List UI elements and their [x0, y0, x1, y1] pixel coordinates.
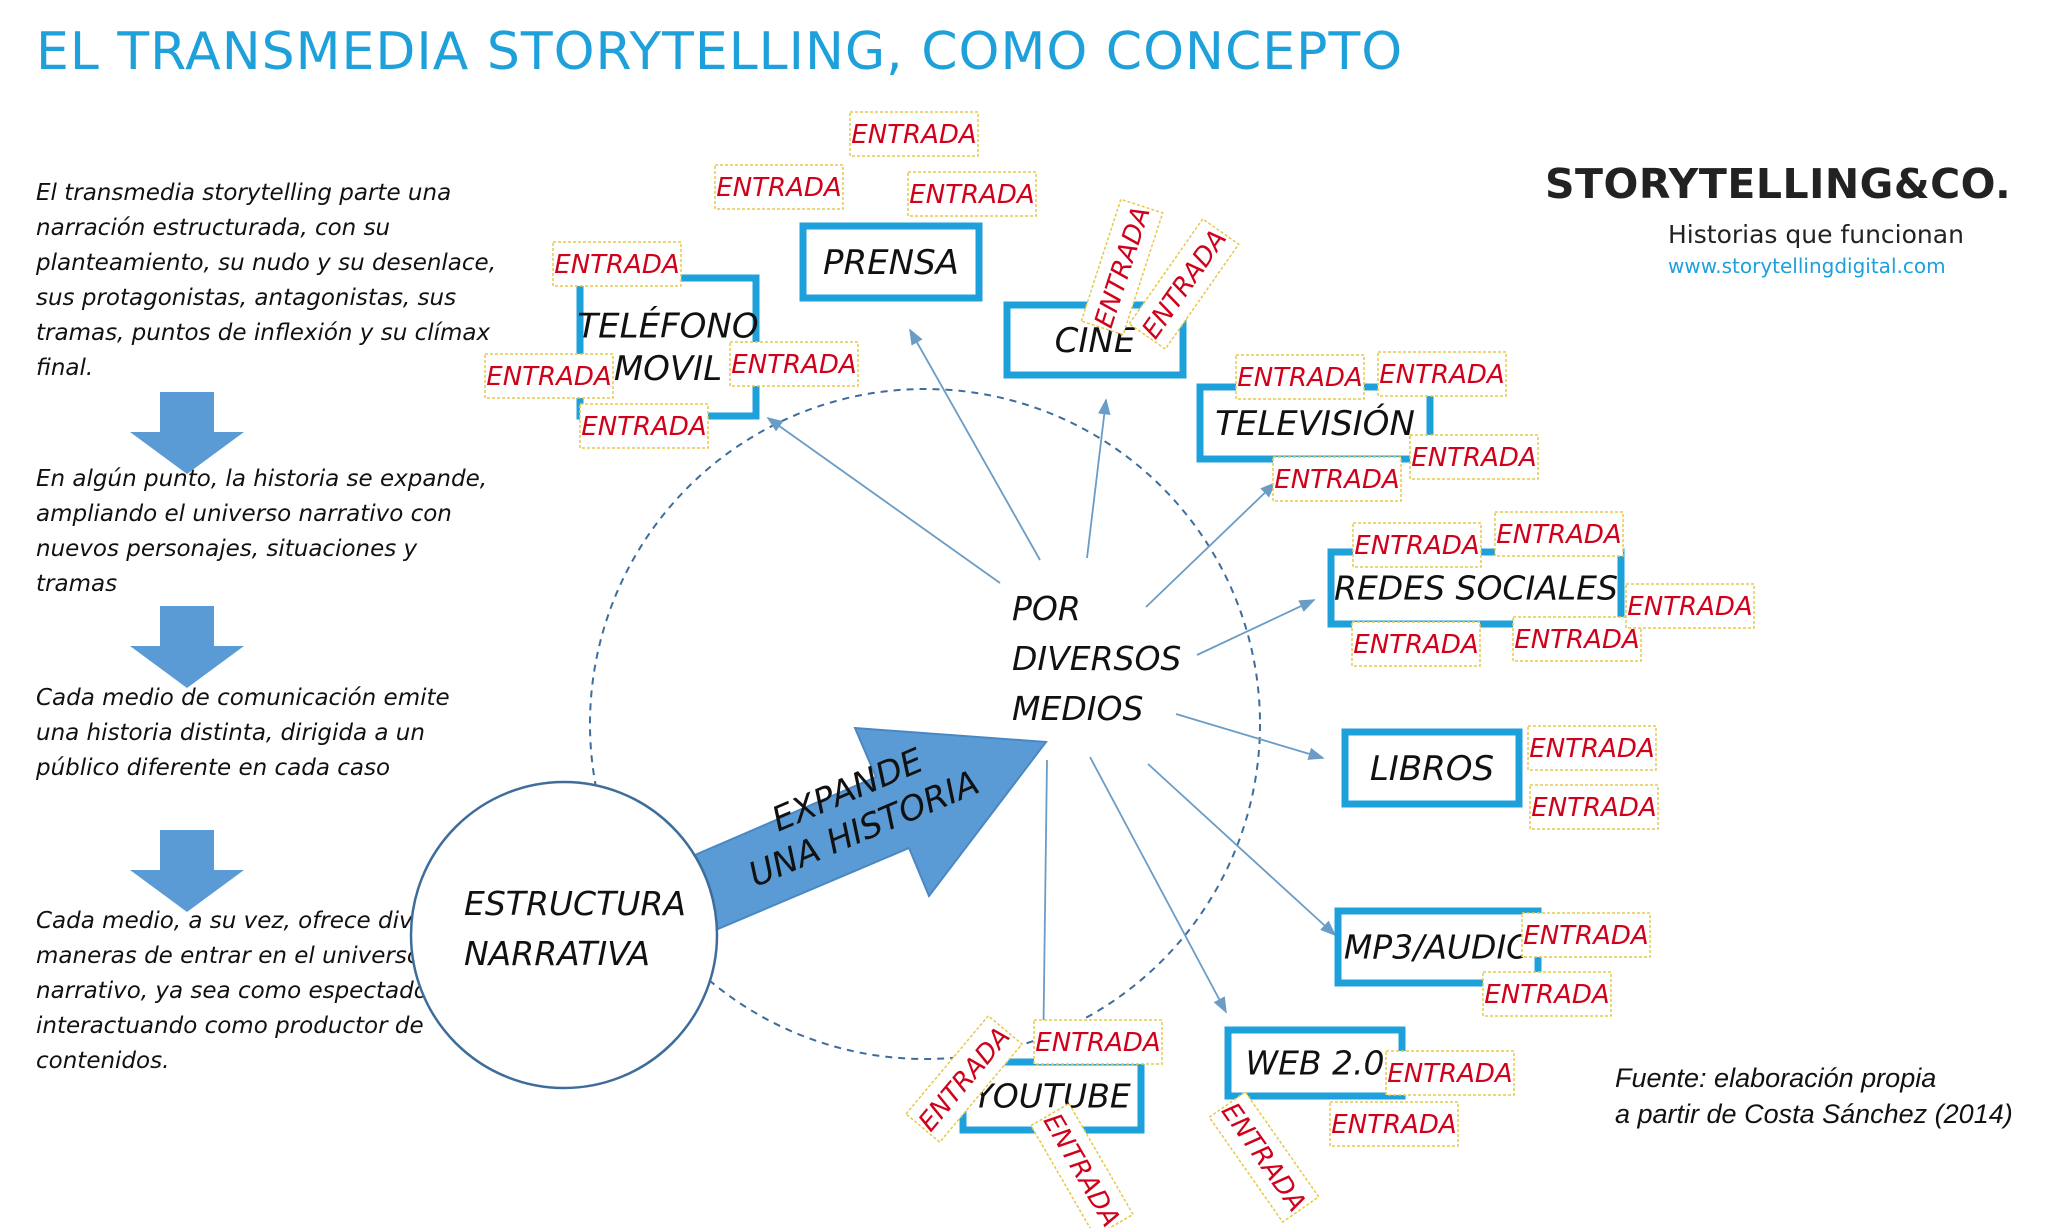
entry-tag: ENTRADA	[1352, 522, 1482, 568]
entry-tag: ENTRADA	[1482, 971, 1612, 1017]
entry-tag-label: ENTRADA	[1237, 363, 1362, 393]
entry-tag: ENTRADA	[849, 111, 979, 157]
entry-tag-label: ENTRADA	[1514, 625, 1639, 655]
page-title: EL TRANSMEDIA STORYTELLING, COMO CONCEPT…	[36, 22, 1404, 82]
connector-arrow	[1086, 398, 1111, 559]
entry-tag: ENTRADA	[1385, 1050, 1515, 1096]
entry-tag: ENTRADA	[579, 403, 709, 449]
entry-tag-label: ENTRADA	[486, 362, 611, 392]
entry-tag: ENTRADA	[1329, 1101, 1459, 1147]
brand-tagline: Historias que funcionan	[1668, 220, 1964, 249]
entry-tag-label: ENTRADA	[1331, 1110, 1456, 1140]
media-label-television: TELEVISIÓN	[1215, 403, 1415, 444]
media-label-redes: REDES SOCIALES	[1334, 569, 1618, 608]
source-note: Fuente: elaboración propia a partir de C…	[1615, 1060, 2013, 1132]
entry-tag: ENTRADA	[1529, 784, 1659, 830]
expand-arrow: EXPANDEUNA HISTORIA	[658, 726, 1048, 942]
media-box-frame	[1334, 907, 1542, 987]
entry-tag: ENTRADA	[1272, 456, 1402, 502]
media-box-frame	[1341, 728, 1523, 808]
connector-arrow	[1036, 759, 1050, 1066]
entry-tag: ENTRADA	[1409, 434, 1539, 480]
media-label-mp3: MP3/AUDIO	[1344, 928, 1532, 967]
source-line-1: Fuente: elaboración propia	[1615, 1063, 1937, 1093]
entry-tag: ENTRADA	[1494, 511, 1624, 557]
step-2-text: En algún punto, la historia se expande, …	[36, 466, 488, 597]
entry-tag: ENTRADA	[907, 171, 1037, 217]
entry-tag: ENTRADA	[1235, 354, 1365, 400]
entry-tag-label: ENTRADA	[909, 180, 1034, 210]
entry-tag-label: ENTRADA	[1379, 360, 1504, 390]
universe-dashed-circle	[589, 388, 1261, 1060]
entry-tag-label: ENTRADA	[716, 173, 841, 203]
step-1-text: El transmedia storytelling parte una nar…	[36, 180, 497, 381]
entry-tag-label: ENTRADA	[1496, 520, 1621, 550]
entry-tag-label: ENTRADA	[1274, 465, 1399, 495]
entry-tag: ENTRADA	[1521, 912, 1651, 958]
media-label-web: WEB 2.0	[1245, 1044, 1384, 1083]
media-label-libros: LIBROS	[1370, 749, 1494, 789]
entry-tag: ENTRADA	[1512, 616, 1642, 662]
down-arrow-icon	[130, 830, 244, 912]
step-4-text: Cada medio, a su vez, ofrece diversas ma…	[36, 908, 475, 1074]
down-arrow-icon	[130, 606, 244, 688]
media-box-web: WEB 2.0	[1224, 1026, 1406, 1100]
entry-tag-label: ENTRADA	[1411, 443, 1536, 473]
down-arrow-icon	[130, 392, 244, 474]
entry-tag: ENTRADA	[1033, 1019, 1163, 1065]
entry-tag-label: ENTRADA	[1523, 921, 1648, 951]
entry-tag-label: ENTRADA	[1354, 531, 1479, 561]
entry-tag-label: ENTRADA	[1353, 630, 1478, 660]
entry-tag: ENTRADA	[1377, 351, 1507, 397]
connector-arrow	[1147, 763, 1337, 937]
entry-tag-label: ENTRADA	[1215, 1098, 1312, 1218]
entry-tag-label: ENTRADA	[581, 412, 706, 442]
source-line-2: a partir de Costa Sánchez (2014)	[1615, 1099, 2013, 1129]
media-box-frame	[799, 222, 983, 302]
entry-tag: ENTRADA	[1351, 621, 1481, 667]
connector-arrow	[766, 416, 1001, 584]
entry-tag-label: ENTRADA	[1387, 1059, 1512, 1089]
connector-arrow	[1089, 756, 1227, 1014]
connector-arrow	[1145, 481, 1277, 608]
connector-arrow	[909, 328, 1041, 561]
connector-arrow	[1175, 713, 1325, 760]
entry-tag: ENTRADA	[1208, 1090, 1320, 1224]
entry-tag: ENTRADA	[714, 164, 844, 210]
entry-tag: ENTRADA	[484, 353, 614, 399]
media-label-youtube: YOUTUBE	[973, 1077, 1131, 1116]
media-box-libros: LIBROS	[1341, 728, 1523, 808]
entry-tag-label: ENTRADA	[1035, 1028, 1160, 1058]
entry-tag: ENTRADA	[729, 341, 859, 387]
step-3-text: Cada medio de comunicación emite una his…	[36, 685, 450, 781]
entry-tag: ENTRADA	[1625, 583, 1755, 629]
entry-tag-label: ENTRADA	[731, 350, 856, 380]
connector-arrow	[1196, 599, 1316, 656]
media-box-frame	[1224, 1026, 1406, 1100]
entry-tag: ENTRADA	[552, 241, 682, 287]
entry-tag-label: ENTRADA	[554, 250, 679, 280]
entry-tag-label: ENTRADA	[1531, 793, 1656, 823]
brand-url[interactable]: www.storytellingdigital.com	[1668, 254, 1946, 278]
brand-name: STORYTELLING&CO.	[1545, 160, 2012, 208]
entry-tag: ENTRADA	[1527, 725, 1657, 771]
entry-tag-label: ENTRADA	[1484, 980, 1609, 1010]
entry-tag-label: ENTRADA	[851, 120, 976, 150]
connector-lines	[766, 328, 1337, 1066]
entry-tag-label: ENTRADA	[1529, 734, 1654, 764]
media-box-mp3: MP3/AUDIO	[1334, 907, 1542, 987]
media-box-prensa: PRENSA	[799, 222, 983, 302]
entry-tag-label: ENTRADA	[1627, 592, 1752, 622]
media-box-youtube: YOUTUBE	[959, 1058, 1145, 1134]
media-label-prensa: PRENSA	[823, 243, 959, 283]
